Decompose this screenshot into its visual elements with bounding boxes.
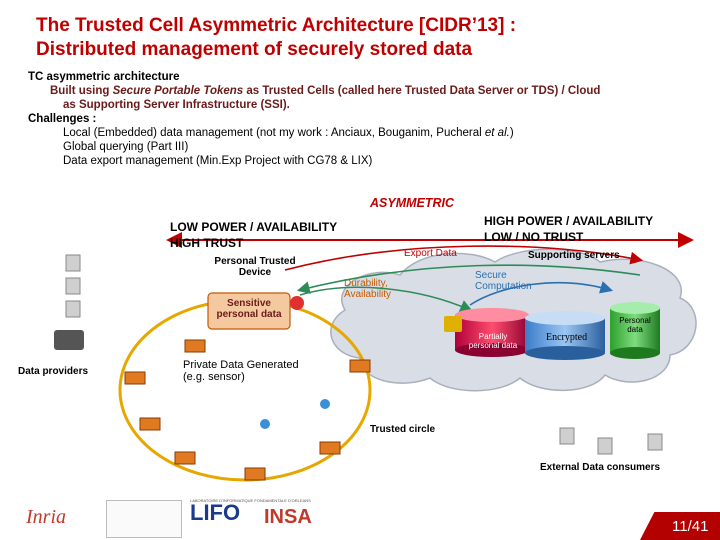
personal-data-line1: Personal — [619, 316, 651, 325]
high-trust-label: HIGH TRUST — [170, 236, 244, 250]
personal-data-line2: data — [627, 325, 643, 334]
supporting-servers-label: Supporting servers — [528, 250, 620, 261]
availability-line: Availability — [344, 289, 392, 300]
insa-logo: INSA — [264, 506, 312, 528]
bullet-built: Built using Secure Portable Tokens as Tr… — [28, 84, 708, 98]
bullet-list: TC asymmetric architecture Built using S… — [28, 70, 708, 168]
bullet-built-rest: as Trusted Cells (called here Trusted Da… — [243, 85, 601, 97]
key-icons — [260, 399, 330, 429]
bullet-built-prefix: Built using — [50, 85, 113, 97]
partial-line2: personal data — [468, 341, 518, 350]
low-trust-label: LOW / NO TRUST — [484, 230, 584, 244]
lifo-logo: LIFO — [190, 500, 241, 525]
bullet-challenges: Challenges : — [28, 113, 97, 125]
external-consumers-label: External Data consumers — [540, 462, 661, 473]
diagram-graphics — [54, 232, 697, 482]
private-line2: (e.g. sensor) — [183, 371, 245, 383]
low-power-label: LOW POWER / AVAILABILITY — [170, 220, 338, 234]
durability-label: Durability, Availability — [344, 278, 391, 300]
trusted-circle-label: Trusted circle — [370, 424, 436, 435]
bullet-built-italic: Secure Portable Tokens — [112, 85, 244, 97]
personal-trusted-device — [207, 292, 304, 330]
export-data-arrow — [284, 245, 644, 271]
ptd-line1: Personal Trusted — [214, 256, 296, 267]
trusted-cell-nodes — [124, 339, 371, 481]
data-providers-label: Data providers — [18, 366, 89, 377]
bullet-c1-suffix: ) — [509, 127, 514, 139]
sensitive-line1: Sensitive — [227, 298, 271, 309]
bullet-c3: Data export management (Min.Exp Project … — [63, 155, 373, 167]
secure-computation-arrow — [469, 281, 614, 306]
inria-logo: Inria — [26, 506, 66, 528]
computation-line: Computation — [475, 281, 532, 292]
bullet-c1: Local (Embedded) data management (not my… — [28, 126, 708, 140]
bullet-tc: TC asymmetric architecture — [28, 71, 180, 83]
private-data-label: Private Data Generated (e.g. sensor) — [183, 359, 299, 383]
private-line1: Private Data Generated — [183, 359, 299, 371]
encrypted-cylinder — [525, 311, 605, 360]
return-arrow — [296, 264, 641, 294]
durability-line: Durability, — [344, 278, 388, 289]
bullet-c2: Global querying (Part III) — [63, 141, 189, 153]
secure-line: Secure — [475, 270, 507, 281]
high-power-label: HIGH POWER / AVAILABILITY — [484, 214, 654, 228]
title-line-1: The Trusted Cell Asymmetric Architecture… — [36, 15, 517, 36]
durability-arrow — [299, 286, 473, 312]
ptd-label: Personal Trusted Device — [210, 256, 300, 278]
encrypted-label: Encrypted — [546, 332, 588, 343]
footer-accent-bar — [640, 512, 720, 540]
title-line-2: Distributed management of securely store… — [36, 39, 473, 60]
export-data-label: Export Data — [404, 248, 457, 259]
partial-line1: Partially — [478, 332, 508, 341]
slide-footer: Inria LIFO LABORATOIRE D'INFORMATIQUE FO… — [0, 496, 720, 540]
asymmetric-label: ASYMMETRIC — [370, 196, 455, 210]
personal-data-cylinder — [610, 302, 660, 359]
ptd-line2: Device — [238, 267, 272, 278]
padlock-icon — [444, 316, 462, 332]
lock-icon — [290, 296, 304, 310]
external-consumer-icons — [559, 427, 663, 455]
partial-data-label: Partially personal data — [458, 332, 528, 350]
page-number: 11/41 — [672, 518, 709, 535]
bullet-c1-italic: et al. — [484, 127, 510, 139]
architecture-diagram: ASYMMETRIC LOW POWER / AVAILABILITY HIGH… — [0, 190, 720, 490]
personal-data-label: Personal data — [615, 316, 655, 334]
data-provider-icons — [54, 254, 84, 350]
sensitive-line2: personal data — [216, 309, 282, 320]
bullet-built-cont: as Supporting Server Infrastructure (SSI… — [63, 99, 290, 111]
bullet-c1-prefix: Local (Embedded) data management (not my… — [63, 127, 485, 139]
partial-personal-data-cylinder — [444, 308, 530, 357]
partner-logo-landscape — [106, 500, 182, 538]
secure-computation-label: Secure Computation — [475, 270, 532, 292]
lifo-subtitle: LABORATOIRE D'INFORMATIQUE FONDAMENTALE … — [190, 498, 311, 503]
slide-title: The Trusted Cell Asymmetric Architecture… — [36, 14, 706, 62]
sensitive-data-label: Sensitive personal data — [210, 298, 288, 320]
